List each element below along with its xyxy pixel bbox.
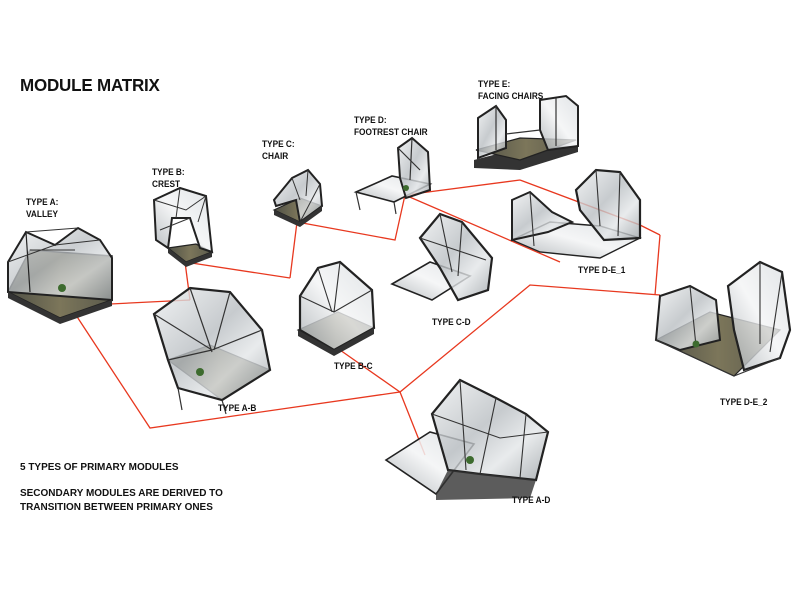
module-type-ab bbox=[152, 286, 272, 415]
label-type-b: TYPE B: CREST bbox=[152, 166, 185, 190]
label-type-a: TYPE A: VALLEY bbox=[26, 196, 58, 220]
module-type-cd bbox=[390, 212, 494, 302]
module-type-d bbox=[353, 136, 433, 215]
connector-c-bc bbox=[289, 221, 298, 279]
label-type-e-line1: TYPE E: bbox=[478, 79, 511, 89]
module-type-c bbox=[272, 168, 324, 227]
label-type-b-line1: TYPE B: bbox=[152, 167, 185, 177]
label-type-b-line2: CREST bbox=[152, 179, 181, 189]
label-type-c-line2: CHAIR bbox=[262, 151, 289, 161]
note-primary: 5 TYPES OF PRIMARY MODULES bbox=[20, 461, 179, 473]
label-type-e-line2: FACING CHAIRS bbox=[478, 91, 544, 101]
label-type-de2: TYPE D-E_2 bbox=[720, 397, 768, 407]
connector-a-ad bbox=[69, 305, 426, 456]
label-type-d: TYPE D: FOOTREST CHAIR bbox=[354, 114, 428, 138]
note-secondary-line1: SECONDARY MODULES ARE DERIVED TO bbox=[20, 487, 223, 499]
label-type-ad: TYPE A-D bbox=[512, 495, 551, 505]
module-type-de2 bbox=[654, 260, 792, 377]
module-type-a bbox=[6, 226, 113, 324]
connector-b-bc bbox=[184, 261, 291, 279]
connector-c-d bbox=[296, 194, 406, 241]
label-type-e: TYPE E: FACING CHAIRS bbox=[478, 78, 543, 102]
label-type-a-line2: VALLEY bbox=[26, 209, 59, 219]
label-type-bc: TYPE B-C bbox=[334, 361, 373, 371]
connector-d-de1 bbox=[404, 194, 561, 263]
module-type-ad bbox=[384, 378, 550, 500]
connector-cd-de bbox=[339, 284, 661, 393]
label-type-d-line1: TYPE D: bbox=[354, 115, 387, 125]
label-type-d-line2: FOOTREST CHAIR bbox=[354, 127, 428, 137]
connector-de1-de2 bbox=[654, 234, 661, 296]
label-type-ab: TYPE A-B bbox=[218, 403, 257, 413]
page-title: MODULE MATRIX bbox=[20, 75, 160, 96]
module-type-de1 bbox=[510, 168, 642, 259]
module-type-bc bbox=[296, 260, 376, 356]
label-type-cd: TYPE C-D bbox=[432, 317, 471, 327]
module-type-e bbox=[474, 94, 579, 170]
label-type-de1: TYPE D-E_1 bbox=[578, 265, 626, 275]
label-type-c: TYPE C: CHAIR bbox=[262, 138, 295, 162]
label-type-a-line1: TYPE A: bbox=[26, 197, 59, 207]
module-type-b bbox=[152, 186, 214, 267]
label-type-c-line1: TYPE C: bbox=[262, 139, 295, 149]
note-secondary-line2: TRANSITION BETWEEN PRIMARY ONES bbox=[20, 501, 213, 513]
